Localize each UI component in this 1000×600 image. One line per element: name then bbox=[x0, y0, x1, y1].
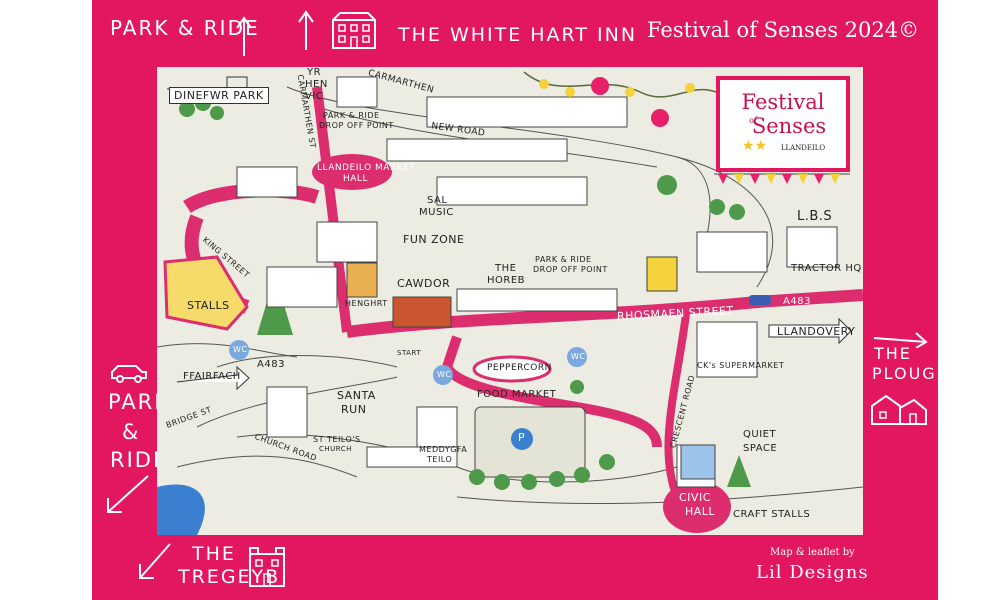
ck-supermarket-label: CK's SUPERMARKET bbox=[697, 361, 785, 370]
wc-label-2: WC bbox=[437, 370, 452, 379]
meddygfa-line1: MEDDYGFA bbox=[419, 445, 468, 454]
start-label: START bbox=[397, 349, 422, 357]
star-icon: ★★ bbox=[742, 138, 768, 154]
lbs-label: L.B.S bbox=[797, 209, 833, 224]
logo-town: LLANDEILO bbox=[780, 144, 826, 152]
park-ride-drop1-line1: PARK & RIDE bbox=[323, 111, 380, 120]
ffairfach-label: FFAIRFACH bbox=[183, 371, 241, 382]
the-label-bottom: THE bbox=[192, 543, 236, 565]
st-teilos-line1: ST TEILO'S bbox=[313, 435, 361, 444]
arrow-down-left-icon bbox=[107, 475, 149, 513]
yr-label: YR bbox=[307, 67, 322, 78]
bunting-icon bbox=[714, 173, 850, 184]
tregeyb-building-icon bbox=[249, 547, 285, 587]
park-ride-top-label: PARK & RIDE bbox=[110, 16, 260, 40]
white-hart-label: THE WHITE HART INN bbox=[398, 24, 638, 46]
santa-label: SANTA bbox=[337, 389, 376, 402]
credit-big: Lil Designs bbox=[756, 562, 869, 583]
hen-label: HEN bbox=[305, 79, 328, 90]
the-label-right: THE bbox=[874, 344, 912, 363]
hall-label: HALL bbox=[685, 505, 716, 518]
fun-zone-label: FUN ZONE bbox=[403, 233, 465, 246]
arrow-right-icon bbox=[873, 332, 928, 348]
quiet-label: QUIET bbox=[743, 429, 777, 440]
logo-festival: Festival bbox=[741, 90, 825, 114]
pom-pom-garland-icon bbox=[523, 71, 717, 127]
car-icon bbox=[111, 365, 147, 383]
space-label: SPACE bbox=[743, 443, 778, 454]
park-ride-drop1-line2: DROP OFF POINT bbox=[319, 121, 394, 130]
arrow-down-left-icon bbox=[139, 543, 171, 579]
music-label: MUSIC bbox=[419, 207, 454, 218]
plough-label: PLOUGH bbox=[872, 364, 951, 383]
wc-label-1: WC bbox=[233, 345, 248, 354]
parking-label: P bbox=[518, 431, 526, 444]
inn-building-icon bbox=[332, 12, 376, 49]
llandovery-label: LLANDOVERY bbox=[777, 325, 856, 338]
plough-pub-icon bbox=[871, 394, 927, 425]
ride-label-left: RIDE bbox=[110, 448, 169, 472]
a483-left-label: A483 bbox=[257, 359, 285, 370]
a483-right-label: A483 bbox=[783, 296, 811, 307]
tractor-hq-label: TRACTOR HQ bbox=[791, 263, 862, 274]
vic-label: VIC bbox=[305, 91, 324, 102]
logo-senses: Senses bbox=[751, 114, 827, 138]
food-market-label: FOOD MARKET bbox=[477, 389, 557, 400]
st-teilos-line2: CHURCH bbox=[319, 445, 352, 453]
wc-label-3: WC bbox=[571, 352, 586, 361]
market-hall-line1: LLANDEILO MARKET bbox=[317, 163, 416, 173]
park-ride-drop2-line2: DROP OFF POINT bbox=[533, 265, 608, 274]
park-ride-drop2-line1: PARK & RIDE bbox=[535, 255, 592, 264]
map-roads bbox=[157, 76, 863, 535]
henghrt-label: HENGHRT bbox=[345, 299, 388, 308]
arrow-up-icon bbox=[236, 16, 252, 56]
civic-label: CIVIC bbox=[679, 491, 711, 504]
logo-of: of bbox=[749, 116, 757, 125]
arrow-up-icon bbox=[298, 10, 314, 50]
river bbox=[157, 484, 205, 535]
the-horeb-line2: HOREB bbox=[487, 275, 526, 286]
amp-label-left: & bbox=[122, 420, 141, 444]
sal-label: SAL bbox=[427, 195, 448, 206]
credit-small: Map & leaflet by bbox=[770, 547, 855, 558]
the-horeb-line1: THE bbox=[495, 263, 517, 274]
tregeyb-label: TREGEYB bbox=[178, 566, 281, 588]
meddygfa-line2: TEILO bbox=[427, 455, 453, 464]
cawdor-label: CAWDOR bbox=[397, 277, 451, 290]
craft-stalls-label: CRAFT STALLS bbox=[733, 509, 811, 520]
stalls-label: STALLS bbox=[187, 299, 230, 312]
dinefwr-park-label: DINEFWR PARK bbox=[169, 87, 269, 104]
peppercorn-label: PEPPERCORN bbox=[487, 363, 552, 373]
market-hall-line2: HALL bbox=[343, 174, 368, 184]
run-label: RUN bbox=[341, 403, 367, 416]
festival-logo: Festival of Senses LLANDEILO ★★ bbox=[716, 76, 850, 172]
festival-title: Festival of Senses 2024© bbox=[647, 18, 920, 42]
